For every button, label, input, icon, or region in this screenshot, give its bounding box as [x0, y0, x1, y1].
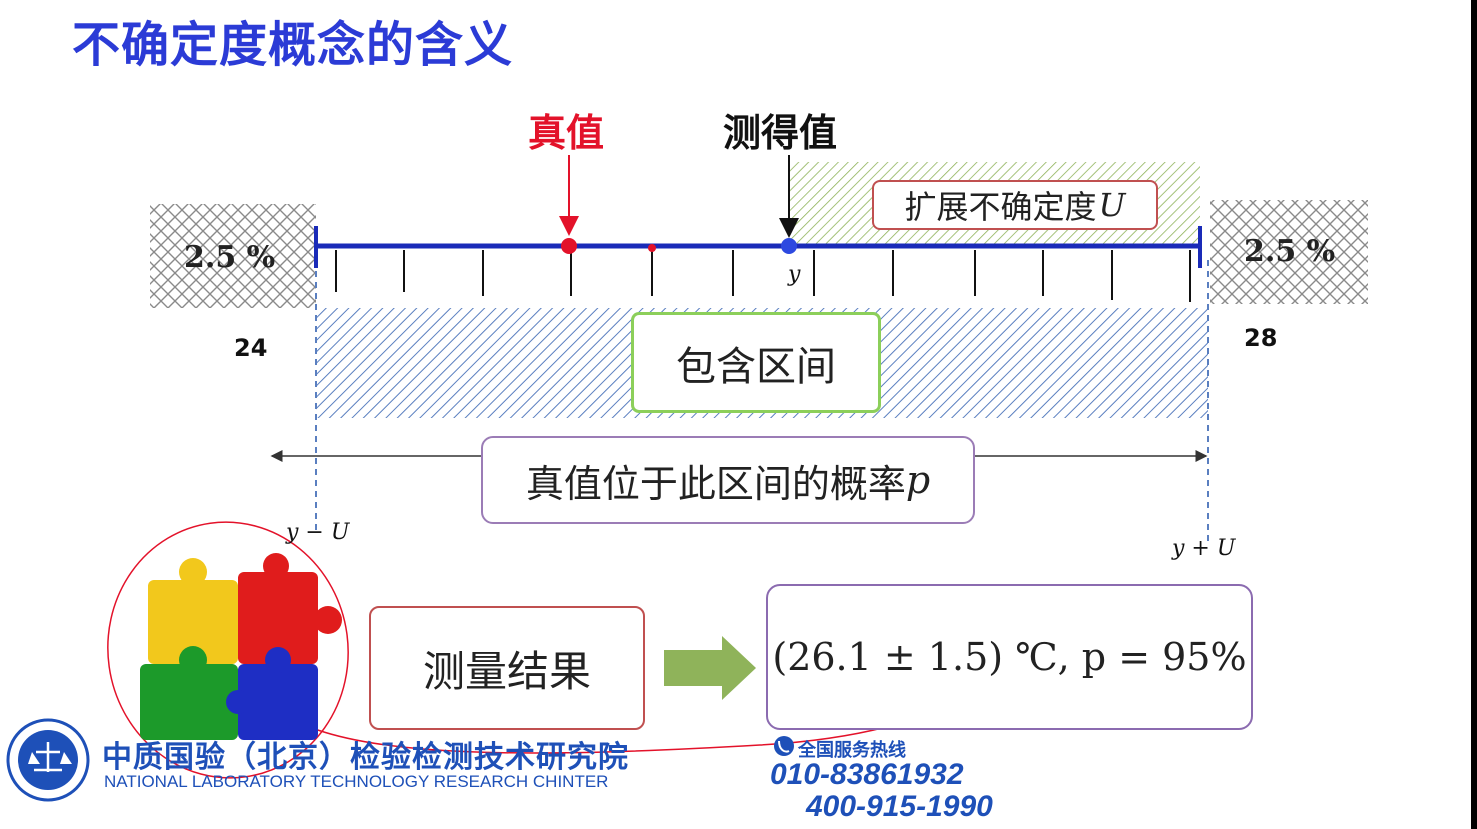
org-name-cn: 中质国验（北京）检验检测技术研究院	[102, 740, 629, 775]
measured-value-label: 测得值	[723, 111, 838, 155]
measured-value-dot	[781, 238, 797, 254]
result-arrow-icon	[664, 636, 756, 700]
puzzle-icon	[140, 553, 342, 740]
hotline-label: 全国服务热线	[798, 740, 906, 761]
true-value-label: 真值	[528, 111, 605, 155]
left-tail-percent: 2.5 %	[184, 240, 276, 275]
right-tail-region	[1210, 200, 1368, 304]
y-label: y	[788, 262, 801, 287]
page-title: 不确定度概念的含义	[72, 17, 514, 73]
right-value-label: 28	[1244, 324, 1278, 352]
annotation-dot	[648, 244, 656, 252]
org-name-en: NATIONAL LABORATORY TECHNOLOGY RESEARCH …	[104, 772, 609, 791]
true-value-dot	[561, 238, 577, 254]
probability-label: 真值位于此区间的概率	[525, 461, 906, 506]
phone-number-2[interactable]: 400-915-1990	[806, 790, 993, 823]
institute-logo-icon	[6, 718, 90, 802]
coverage-interval-box: 包含区间	[631, 312, 881, 413]
result-formula-box: (26.1 ± 1.5) ℃, p = 95%	[766, 584, 1253, 730]
left-tail-region	[150, 204, 316, 308]
phone-icon	[774, 736, 794, 756]
left-value-label: 24	[234, 334, 268, 362]
expanded-uncertainty-symbol: U	[1098, 186, 1126, 224]
measurement-result-label: 测量结果	[422, 646, 591, 696]
phone-number-1[interactable]: 010-83861932	[770, 758, 964, 791]
right-tail-percent: 2.5 %	[1244, 234, 1336, 269]
upper-bound-label: y + U	[1172, 536, 1236, 561]
annotation-circle-puzzle	[107, 521, 349, 779]
expanded-uncertainty-label: 扩展不确定度	[904, 188, 1097, 226]
measurement-result-box: 测量结果	[369, 606, 645, 730]
probability-symbol: p	[905, 458, 931, 502]
lower-bound-label: y − U	[286, 520, 350, 545]
coverage-interval-label: 包含区间	[676, 343, 836, 390]
result-formula: (26.1 ± 1.5) ℃, p = 95%	[772, 635, 1247, 679]
axis-ticks	[335, 250, 1191, 302]
